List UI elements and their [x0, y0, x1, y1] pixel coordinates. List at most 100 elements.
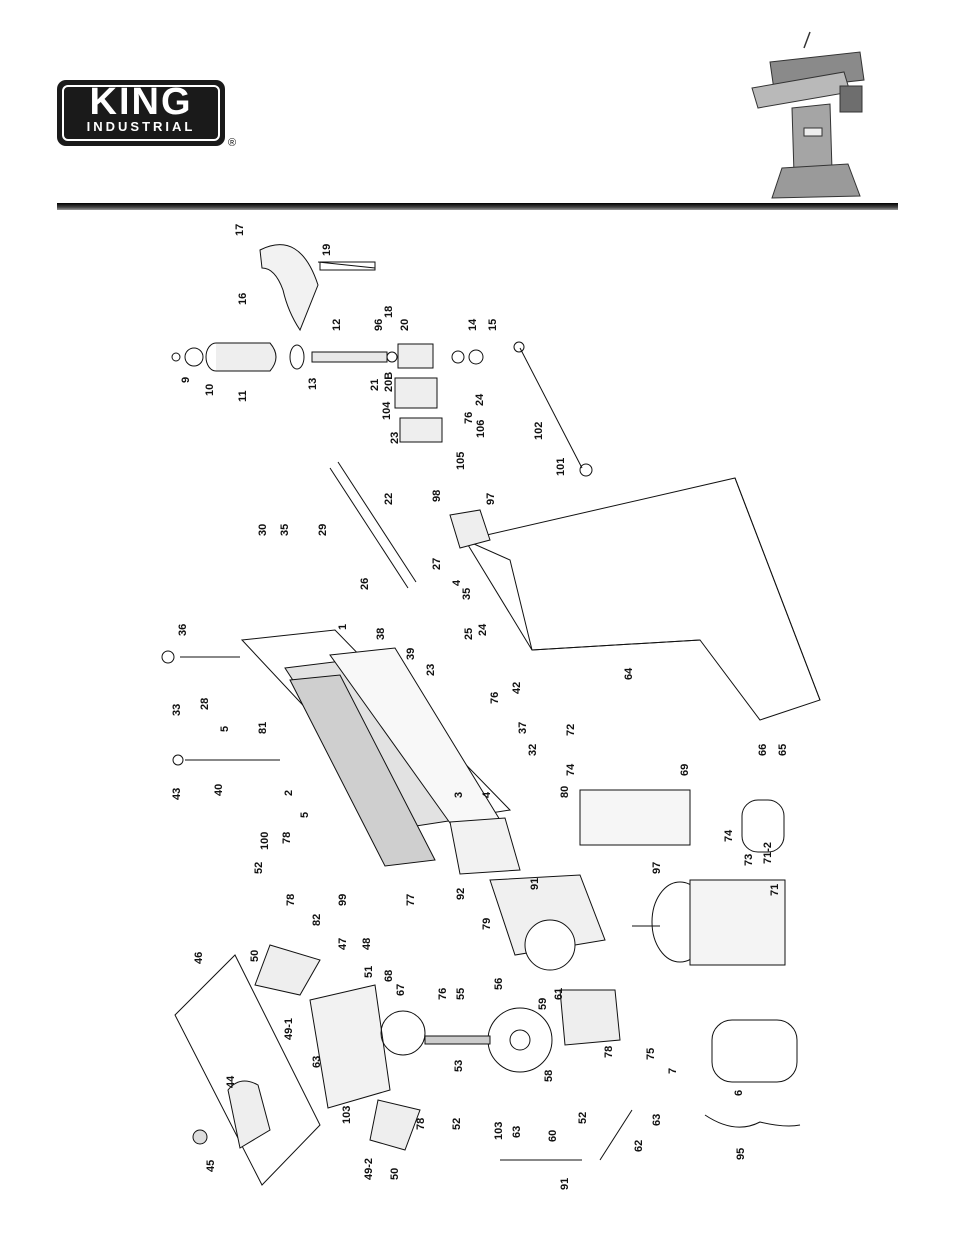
callout-p101: 101	[555, 458, 567, 476]
callout-p42: 42	[511, 682, 523, 694]
callout-p99: 99	[337, 894, 349, 906]
callout-p77: 77	[405, 894, 417, 906]
callout-p46: 46	[193, 952, 205, 964]
callout-p76c: 76	[437, 988, 449, 1000]
callout-p78d: 78	[415, 1118, 427, 1130]
callout-p71: 71	[769, 884, 781, 896]
callout-p49-2: 49-2	[363, 1158, 375, 1180]
callout-p79: 79	[481, 918, 493, 930]
callout-p58: 58	[543, 1070, 555, 1082]
callout-p103a: 103	[341, 1106, 353, 1124]
callout-p35a: 35	[279, 524, 291, 536]
king-industrial-logo: KING INDUSTRIAL	[57, 80, 225, 146]
callout-p33: 33	[171, 704, 183, 716]
callout-p105: 105	[455, 452, 467, 470]
callout-p63a: 63	[311, 1056, 323, 1068]
callout-p59: 59	[537, 998, 549, 1010]
callout-p4b: 4	[481, 791, 493, 798]
part-callouts: 17 19 16 18 12 96 20 14 15 9 10 11 13 21…	[171, 224, 789, 1190]
callout-p102: 102	[533, 422, 545, 440]
callout-p91b: 91	[559, 1178, 571, 1190]
callout-p82: 82	[311, 914, 323, 926]
callout-p11: 11	[237, 390, 249, 402]
callout-p73: 73	[743, 854, 755, 866]
callout-p60: 60	[547, 1130, 559, 1142]
callout-p69: 69	[679, 764, 691, 776]
callout-p44: 44	[225, 1075, 237, 1088]
callout-p95: 95	[735, 1148, 747, 1160]
callout-p36: 36	[177, 624, 189, 636]
callout-p78c: 78	[603, 1046, 615, 1058]
callout-p52a: 52	[253, 862, 265, 874]
callout-p97b: 97	[651, 862, 663, 874]
callout-p96: 96	[373, 319, 385, 331]
callout-p50b: 50	[389, 1168, 401, 1180]
callout-p10: 10	[204, 384, 216, 396]
logo-border	[62, 85, 220, 141]
callout-p7: 7	[667, 1068, 679, 1074]
callout-p75: 75	[645, 1048, 657, 1060]
callout-p61: 61	[553, 988, 565, 1000]
callout-p50a: 50	[249, 950, 261, 962]
callout-p9: 9	[180, 377, 192, 383]
callout-p51: 51	[363, 966, 375, 978]
callout-p37: 37	[517, 722, 529, 734]
callout-p56: 56	[493, 978, 505, 990]
callout-p29: 29	[317, 524, 329, 536]
callout-p24b: 24	[477, 623, 489, 636]
callout-p14: 14	[467, 318, 479, 331]
callout-p25: 25	[463, 628, 475, 640]
callout-p76a: 76	[463, 412, 475, 424]
logo-sub-text: INDUSTRIAL	[86, 119, 196, 134]
callout-p106: 106	[475, 420, 487, 438]
registered-mark: ®	[228, 137, 237, 149]
callout-p98: 98	[431, 490, 443, 502]
callout-p81: 81	[257, 722, 269, 734]
callout-p21: 21	[369, 379, 381, 391]
callout-p80: 80	[559, 786, 571, 798]
header-rule	[57, 203, 898, 210]
callout-p20B: 20B	[383, 372, 395, 392]
callout-p64: 64	[623, 667, 635, 680]
callout-p19: 19	[321, 244, 333, 256]
callout-p63c: 63	[511, 1126, 523, 1138]
callout-p35b: 35	[461, 588, 473, 600]
exploded-parts-diagram: 17 19 16 18 12 96 20 14 15 9 10 11 13 21…	[161, 224, 821, 1190]
callout-p2: 2	[283, 790, 295, 796]
callout-p55: 55	[455, 988, 467, 1000]
callout-p20: 20	[399, 319, 411, 331]
callout-p43: 43	[171, 788, 183, 800]
callout-p53: 53	[453, 1060, 465, 1072]
callout-p12: 12	[331, 319, 343, 331]
callout-p27: 27	[431, 558, 443, 570]
callout-p5a: 5	[219, 726, 231, 732]
callout-p65: 65	[777, 744, 789, 756]
product-photo	[740, 28, 870, 200]
callout-p71-2: 71-2	[762, 842, 774, 864]
callout-p52b: 52	[577, 1112, 589, 1124]
callout-p5b: 5	[299, 812, 311, 818]
callout-p74b: 74	[723, 829, 735, 842]
callout-p30: 30	[257, 524, 269, 536]
callout-p62: 62	[633, 1140, 645, 1152]
callout-p66: 66	[757, 744, 769, 756]
callout-p91a: 91	[529, 878, 541, 890]
callout-p17: 17	[234, 224, 246, 236]
callout-p68: 68	[383, 970, 395, 982]
callout-p72: 72	[565, 724, 577, 736]
callout-p52c: 52	[451, 1118, 463, 1130]
callout-p40: 40	[213, 784, 225, 796]
callout-p92: 92	[455, 888, 467, 900]
callout-p16: 16	[237, 293, 249, 305]
callout-p49-1: 49-1	[283, 1018, 295, 1040]
callout-p4a: 4	[451, 579, 463, 586]
callout-p18: 18	[383, 306, 395, 318]
callout-p45: 45	[205, 1160, 217, 1172]
callout-p22: 22	[383, 493, 395, 505]
callout-p26: 26	[359, 578, 371, 590]
logo-main-text: KING	[89, 81, 193, 123]
callout-p32: 32	[527, 744, 539, 756]
callout-p103b: 103	[493, 1122, 505, 1140]
callout-p24a: 24	[474, 393, 486, 406]
callout-p47: 47	[337, 938, 349, 950]
